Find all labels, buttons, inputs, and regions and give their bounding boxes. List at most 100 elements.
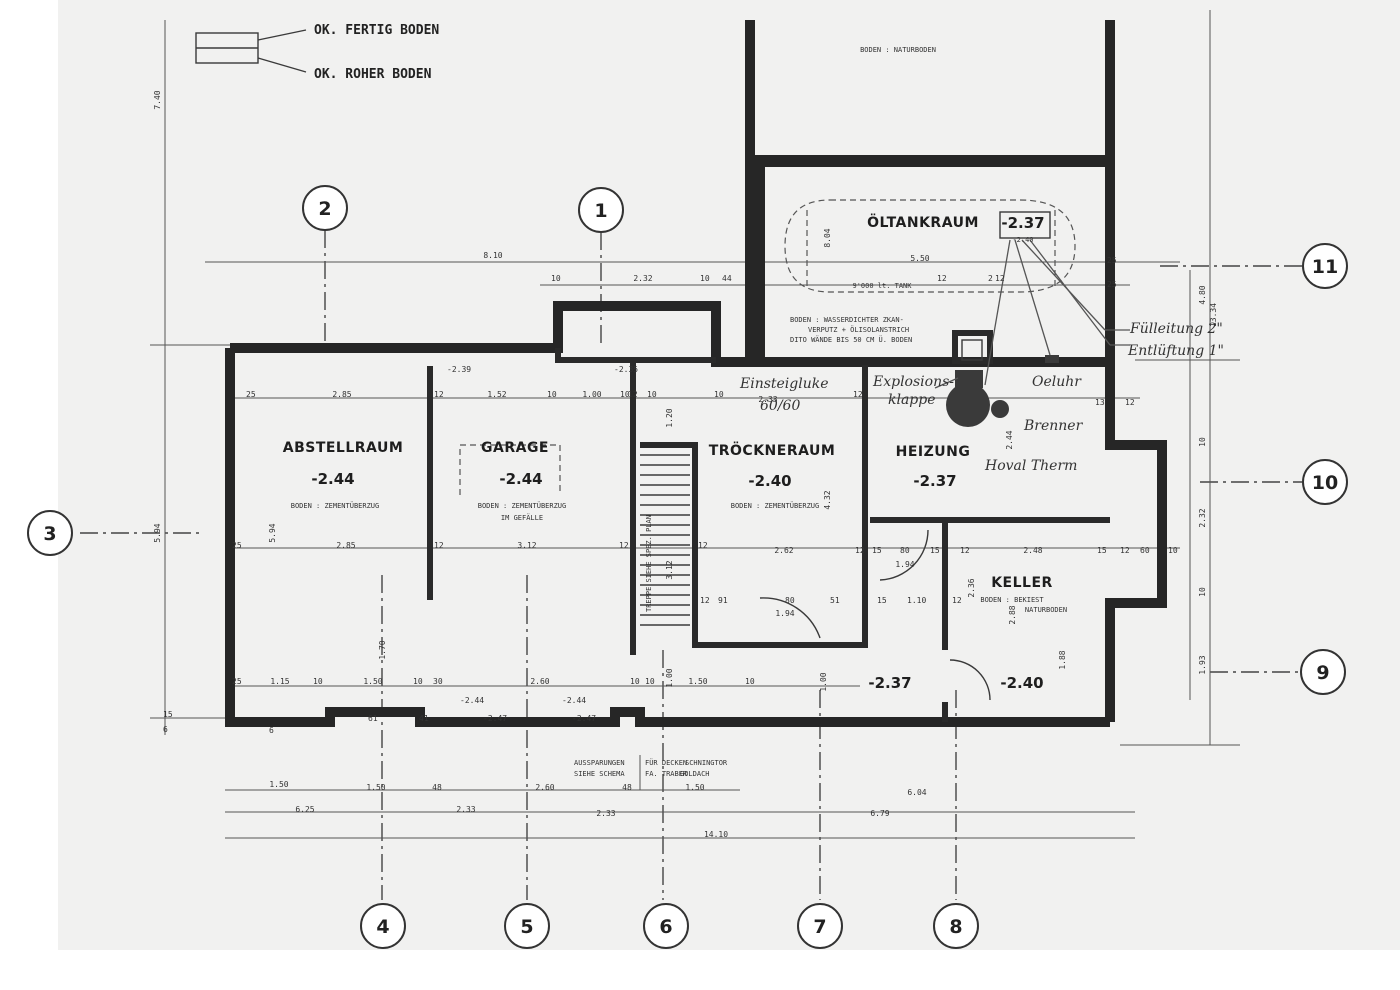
svg-text:BODEN : WASSERDICHTER ZKAN-: BODEN : WASSERDICHTER ZKAN-	[790, 316, 904, 324]
svg-text:41: 41	[419, 714, 429, 723]
label-oeluhr: Oeluhr	[1032, 374, 1082, 390]
room-name-keller: KELLER	[991, 575, 1053, 591]
axis-bubble-11	[1302, 243, 1348, 289]
svg-text:6.25: 6.25	[295, 805, 314, 814]
svg-text:1.70: 1.70	[378, 640, 387, 659]
svg-text:7.40: 7.40	[153, 90, 162, 109]
label-einsteigluke: Einsteigluke	[739, 376, 829, 392]
room-name-abstellraum: ABSTELLRAUM	[283, 440, 404, 456]
svg-text:2.60: 2.60	[530, 677, 549, 686]
room-labels: ABSTELLRAUM -2.44 BODEN : ZEMENTÜBERZUG …	[283, 46, 1067, 692]
axis-bubble-3	[27, 510, 73, 556]
axis-bubbles: 2 1 3 4 5 6 7 8 11 10 9	[27, 185, 1348, 949]
svg-text:5.94: 5.94	[268, 523, 277, 542]
svg-text:10: 10	[630, 677, 640, 686]
svg-text:2.33: 2.33	[758, 395, 777, 404]
room-name-oeltankraum: ÖLTANKRAUM	[867, 213, 979, 231]
svg-text:12: 12	[628, 390, 638, 399]
axis-bubble-7	[797, 903, 843, 949]
axis-bubble-4	[360, 903, 406, 949]
svg-text:13.34: 13.34	[1209, 303, 1218, 327]
axis-bubble-9	[1300, 649, 1346, 695]
svg-text:9'000 lt. TANK: 9'000 lt. TANK	[852, 282, 912, 290]
axis-bubble-2	[302, 185, 348, 231]
svg-text:FA. TRABER: FA. TRABER	[645, 770, 688, 778]
south-wall	[225, 348, 1110, 727]
svg-text:SIEHE SCHEMA: SIEHE SCHEMA	[574, 770, 625, 778]
svg-text:2: 2	[988, 274, 993, 283]
svg-text:3.12: 3.12	[665, 560, 674, 579]
svg-text:10: 10	[700, 274, 710, 283]
svg-text:-2.44: -2.44	[460, 696, 484, 705]
label-explosionsklappe: Explosions-	[872, 374, 954, 390]
svg-text:NATURBODEN: NATURBODEN	[1025, 606, 1067, 614]
svg-text:12: 12	[1120, 546, 1130, 555]
legend-finished-floor: OK. FERTIG BODEN	[314, 23, 439, 38]
svg-text:25: 25	[246, 390, 256, 399]
axis-bubble-10	[1302, 459, 1348, 505]
svg-text:12: 12	[700, 596, 710, 605]
svg-text:SCHNINGTOR: SCHNINGTOR	[685, 759, 728, 767]
garage-header	[459, 444, 561, 495]
svg-text:2.62: 2.62	[774, 546, 793, 555]
svg-text:1.88: 1.88	[1058, 650, 1067, 669]
label-fuelleitung: Fülleitung 2"	[1129, 321, 1223, 337]
room-level-keller: -2.40	[1000, 674, 1043, 692]
svg-text:10: 10	[647, 390, 657, 399]
dimension-lines	[150, 10, 1240, 839]
svg-text:2.33: 2.33	[596, 809, 615, 818]
svg-text:2: 2	[318, 198, 331, 220]
svg-text:-2.44: -2.44	[562, 696, 586, 705]
svg-text:1: 1	[594, 200, 607, 222]
svg-text:12: 12	[698, 541, 708, 550]
stair	[640, 454, 690, 626]
svg-text:12: 12	[952, 596, 962, 605]
room-level-heizung: -2.37	[913, 472, 956, 490]
svg-text:AUSSPARUNGEN: AUSSPARUNGEN	[574, 759, 625, 767]
svg-text:-2.39: -2.39	[447, 365, 471, 374]
svg-text:3.12: 3.12	[517, 541, 536, 550]
svg-text:4.32: 4.32	[823, 490, 832, 509]
legend: OK. FERTIG BODEN OK. ROHER BODEN	[195, 23, 439, 82]
svg-text:10: 10	[1198, 587, 1207, 597]
svg-text:60/60: 60/60	[760, 398, 800, 414]
leader-lines	[934, 239, 1130, 389]
label-hoval: Hoval Therm	[984, 458, 1077, 474]
svg-text:60: 60	[1140, 546, 1150, 555]
svg-text:10: 10	[551, 274, 561, 283]
svg-text:2.60: 2.60	[535, 783, 554, 792]
svg-text:91: 91	[718, 596, 728, 605]
svg-text:BODEN : NATURBODEN: BODEN : NATURBODEN	[860, 46, 936, 54]
svg-text:BODEN : BEKIEST: BODEN : BEKIEST	[980, 596, 1044, 604]
handwritten-labels: Einsteigluke 60/60 Explosions- klappe Oe…	[739, 321, 1224, 474]
svg-text:FÜR DECKEN: FÜR DECKEN	[645, 758, 687, 767]
svg-text:12: 12	[434, 390, 444, 399]
label-brenner: Brenner	[1023, 418, 1084, 434]
room-level-vorraum: -2.37	[868, 674, 911, 692]
room-level-garage: -2.44	[499, 470, 542, 488]
svg-text:10: 10	[547, 390, 557, 399]
svg-text:12: 12	[995, 274, 1005, 283]
walls	[225, 20, 1167, 727]
svg-text:12: 12	[619, 541, 629, 550]
room-level-abstellraum: -2.44	[311, 470, 354, 488]
svg-text:10: 10	[620, 390, 630, 399]
svg-text:DITO WÄNDE BIS 50 CM Ü. BODEN: DITO WÄNDE BIS 50 CM Ü. BODEN	[790, 335, 912, 344]
svg-text:14.10: 14.10	[704, 830, 728, 839]
room-level-oeltankraum: -2.37	[1001, 214, 1044, 232]
svg-text:1.52: 1.52	[487, 390, 506, 399]
svg-text:8.04: 8.04	[823, 228, 832, 247]
svg-text:51: 51	[830, 596, 840, 605]
door-swings	[759, 529, 991, 701]
svg-text:4.80: 4.80	[1198, 285, 1207, 304]
axis-bubble-8	[933, 903, 979, 949]
svg-text:2.85: 2.85	[332, 390, 351, 399]
svg-text:10: 10	[1312, 472, 1338, 494]
axis-bubble-5	[504, 903, 550, 949]
svg-text:10: 10	[413, 677, 423, 686]
svg-text:BODEN : ZEMENTÜBERZUG: BODEN : ZEMENTÜBERZUG	[478, 501, 567, 510]
svg-text:48: 48	[622, 783, 632, 792]
svg-text:1.15: 1.15	[270, 677, 289, 686]
svg-text:1.50: 1.50	[363, 677, 382, 686]
legend-raw-floor: OK. ROHER BODEN	[314, 67, 432, 82]
